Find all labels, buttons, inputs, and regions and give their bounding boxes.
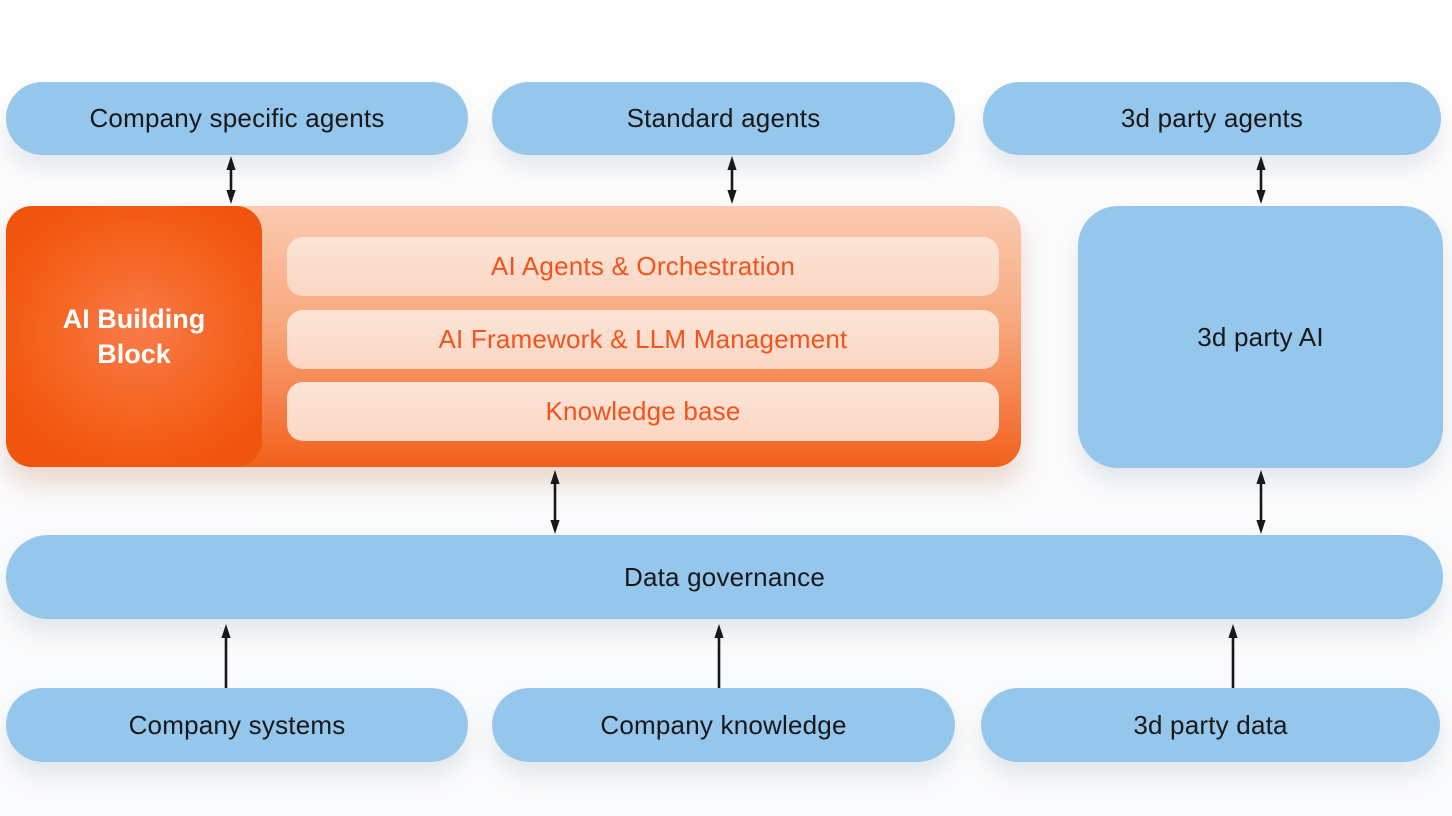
node-3d-party-data: 3d party data <box>981 688 1440 762</box>
arrow-company-knowledge-governance-up-icon <box>714 624 724 688</box>
node-label: Standard agents <box>626 103 821 133</box>
node-label: 3d party agents <box>1120 103 1304 133</box>
arrow-block-governance-bidirectional-icon <box>550 470 560 534</box>
ai-building-block-title: AI Building Block <box>62 303 206 369</box>
node-label: Company knowledge <box>600 709 847 740</box>
arrow-company-agents-block-bidirectional-icon <box>226 156 236 204</box>
layer-knowledge-base: Knowledge base <box>287 382 999 441</box>
node-label: 3d party AI <box>1197 321 1324 352</box>
arrow-standard-agents-block-bidirectional-icon <box>727 156 737 204</box>
node-company-knowledge: Company knowledge <box>492 688 955 762</box>
arrow-company-systems-governance-up-icon <box>221 624 231 688</box>
node-3d-party-ai: 3d party AI <box>1078 206 1443 468</box>
layer-label: Knowledge base <box>545 396 741 426</box>
node-3d-party-agents: 3d party agents <box>983 82 1441 155</box>
node-label: Company specific agents <box>89 103 385 133</box>
node-data-governance: Data governance <box>6 535 1443 619</box>
layer-label: AI Framework & LLM Management <box>438 324 848 354</box>
ai-building-block-panel: AI Building Block AI Agents & Orchestrat… <box>6 206 1021 467</box>
ai-building-block-header: AI Building Block <box>6 206 262 467</box>
layer-ai-framework-llm-management: AI Framework & LLM Management <box>287 310 999 369</box>
arrow-3d-party-ai-governance-bidirectional-icon <box>1256 470 1266 534</box>
node-company-systems: Company systems <box>6 688 468 762</box>
layer-ai-agents-orchestration: AI Agents & Orchestration <box>287 237 999 296</box>
node-standard-agents: Standard agents <box>492 82 955 155</box>
node-label: Data governance <box>623 561 826 592</box>
arrow-3d-party-agents-ai-bidirectional-icon <box>1256 156 1266 204</box>
layer-label: AI Agents & Orchestration <box>490 251 796 281</box>
node-label: Company systems <box>128 709 346 740</box>
node-company-specific-agents: Company specific agents <box>6 82 468 155</box>
node-label: 3d party data <box>1133 709 1288 740</box>
arrow-3d-party-data-governance-up-icon <box>1228 624 1238 688</box>
